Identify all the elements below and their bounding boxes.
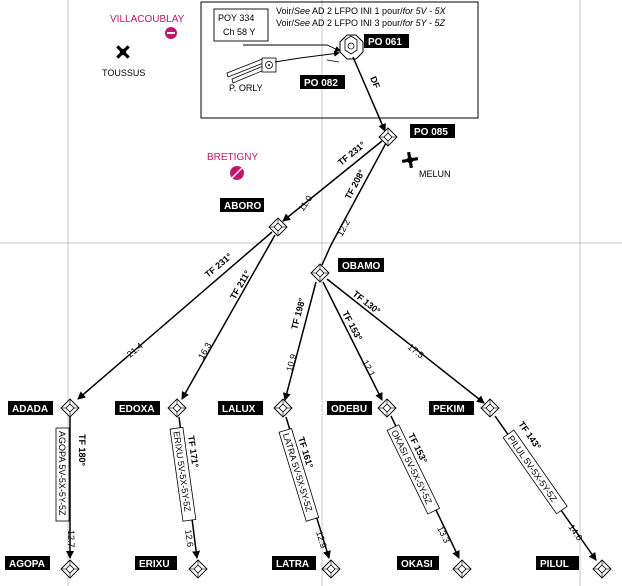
svg-text:PO 061: PO 061 xyxy=(368,37,402,48)
leg-df xyxy=(352,56,386,132)
leg-dist-13-3: 13.3 xyxy=(435,524,452,544)
inset-frame xyxy=(200,1,479,119)
svg-text:ADADA: ADADA xyxy=(12,404,48,415)
waypoint-lalux xyxy=(273,398,293,418)
fix-agopa: AGOPA xyxy=(5,556,50,570)
leg-dist-10-9: 10.9 xyxy=(284,353,298,373)
vor-ident-text: POY 334 xyxy=(218,13,254,23)
vor-dme-icon xyxy=(261,57,277,73)
leg-label-tf231-b: TF 231° xyxy=(203,251,234,280)
svg-text:ODEBU: ODEBU xyxy=(331,404,367,415)
leg-label-tf171: TF 171° xyxy=(186,435,200,469)
leg-dist-12-2: 12.2 xyxy=(335,218,352,238)
leg-label-df: DF xyxy=(368,75,382,90)
svg-text:LALUX: LALUX xyxy=(222,404,256,415)
airfield-bretigny-label: BRETIGNY xyxy=(207,152,258,163)
leg-label-tf153-a: TF 153° xyxy=(340,309,364,342)
waypoint-latra xyxy=(321,559,341,579)
fix-aboro: ABORO xyxy=(220,198,264,212)
svg-text:AGOPA: AGOPA xyxy=(9,559,45,570)
military-airfield-icon xyxy=(230,166,244,180)
waypoint-edoxa xyxy=(167,398,187,418)
svg-text:PILUL: PILUL xyxy=(540,559,569,570)
fix-pekim: PEKIM xyxy=(429,401,474,415)
fix-edoxa: EDOXA xyxy=(115,401,160,415)
inset-note-1: Voir/See AD 2 LFPO INI 1 pour/for 5V - 5… xyxy=(276,6,447,16)
leg-dist-11-0: 11.0 xyxy=(296,194,314,214)
fix-obamo: OBAMO xyxy=(338,258,384,272)
vor-info-box xyxy=(213,8,269,42)
fix-po082: PO 082 xyxy=(300,75,345,89)
airfield-toussus-icon xyxy=(116,45,130,59)
leg-dist-12-6: 12.6 xyxy=(183,529,195,548)
fix-po061: PO 061 xyxy=(364,34,409,48)
leg-dist-12-9: 12.9 xyxy=(314,530,329,550)
restricted-area-icon xyxy=(165,27,177,39)
leg-dist-17-5: 17.5 xyxy=(406,342,426,361)
svg-text:AGOPA 5V-5X-5Y-5Z: AGOPA 5V-5X-5Y-5Z xyxy=(57,431,67,516)
waypoint-pekim xyxy=(480,398,500,418)
svg-text:ABORO: ABORO xyxy=(224,201,261,212)
svg-text:PO 085: PO 085 xyxy=(414,127,448,138)
fix-odebu: ODEBU xyxy=(327,401,372,415)
waypoint-pilul xyxy=(592,559,612,579)
fix-okasi: OKASI xyxy=(397,556,439,570)
airfield-toussus-label: TOUSSUS xyxy=(102,68,145,78)
svg-text:PO 082: PO 082 xyxy=(304,78,338,89)
leg-label-tf180: TF 180° xyxy=(77,434,87,467)
fix-po085: PO 085 xyxy=(410,124,455,138)
waypoint-odebu xyxy=(377,398,397,418)
procedure-box-agopa: AGOPA 5V-5X-5Y-5Z xyxy=(55,427,70,522)
fix-latra: LATRA xyxy=(272,556,316,570)
leg-po085-aboro xyxy=(282,140,383,222)
leg-label-tf231-a: TF 231° xyxy=(336,139,368,167)
leg-dist-12-7: 12.7 xyxy=(66,530,76,548)
leg-obamo-pekim xyxy=(326,278,485,404)
fix-adada: ADADA xyxy=(8,401,53,415)
fix-pilul: PILUL xyxy=(536,556,579,570)
svg-text:PEKIM: PEKIM xyxy=(433,404,465,415)
leg-dist-12-1: 12.1 xyxy=(360,358,377,378)
waypoint-okasi xyxy=(452,559,472,579)
leg-po085-obamo xyxy=(321,142,387,266)
inset-note-2: Voir/See AD 2 LFPO INI 3 pour/for 5Y - 5… xyxy=(276,18,445,28)
leg-obamo-lalux xyxy=(282,281,317,401)
po082-leader xyxy=(326,59,340,63)
svg-text:OKASI: OKASI xyxy=(401,559,433,570)
waypoint-obamo xyxy=(310,263,330,283)
waypoint-po061 xyxy=(339,34,364,60)
fix-erixu: ERIXU xyxy=(135,556,177,570)
waypoint-erixu xyxy=(188,559,208,579)
svg-text:EDOXA: EDOXA xyxy=(119,404,155,415)
leg-obamo-odebu xyxy=(322,281,383,401)
leg-label-tf130: TF 130° xyxy=(351,289,383,317)
svg-text:OBAMO: OBAMO xyxy=(342,261,381,272)
inset-departure-line-1 xyxy=(243,44,341,52)
waypoint-po085 xyxy=(378,127,398,147)
svg-text:LATRA: LATRA xyxy=(276,559,309,570)
svg-text:LATRA 5V-5X-5Y-5Z: LATRA 5V-5X-5Y-5Z xyxy=(281,432,315,513)
leg-aboro-adada xyxy=(77,231,273,400)
vor-channel-text: Ch 58 Y xyxy=(223,27,255,37)
svg-text:ERIXU: ERIXU xyxy=(139,559,170,570)
waypoint-adada xyxy=(60,398,80,418)
leg-aboro-edoxa xyxy=(181,234,276,400)
orly-label: P. ORLY xyxy=(229,83,263,93)
leg-dist-16-3: 16.3 xyxy=(196,341,213,361)
airfield-melun-label: MELUN xyxy=(419,169,451,179)
inset-departure-line-2 xyxy=(274,50,340,63)
fix-lalux: LALUX xyxy=(218,401,263,415)
waypoint-agopa xyxy=(60,559,80,579)
airfield-melun-icon xyxy=(401,151,419,169)
airfield-villacoublay-label: VILLACOUBLAY xyxy=(110,14,185,25)
